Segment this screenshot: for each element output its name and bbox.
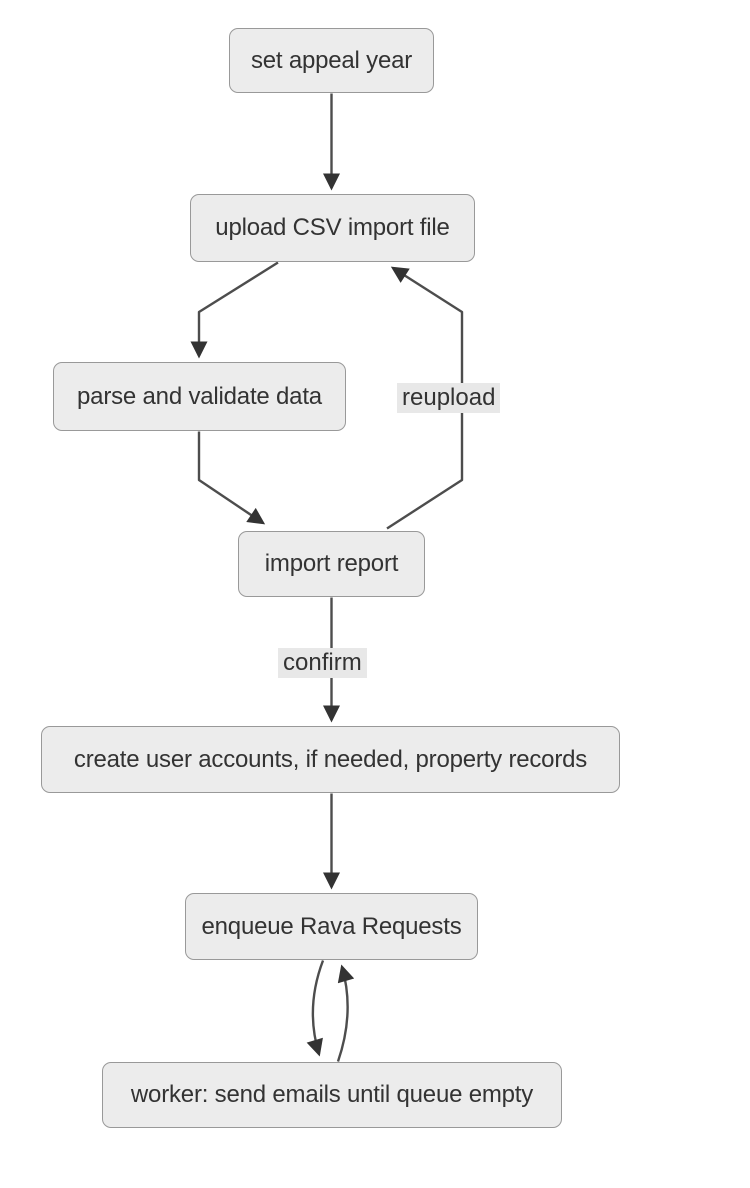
edge-upload-csv-to-parse-validate [190,261,279,359]
edge-parse-validate-to-import-report [197,431,266,525]
edge-label-reupload: reupload [397,383,501,413]
node-parse-and-validate-data: parse and validate data [53,362,346,431]
node-import-report-label: import report [264,550,399,578]
node-worker-send-emails: worker: send emails until queue empty [102,1062,562,1128]
node-set-appeal-year-label: set appeal year [250,46,413,74]
node-enqueue-rava-requests-label: enqueue Rava Requests [201,912,462,940]
node-upload-csv-import-file-label: upload CSV import file [215,214,450,242]
node-enqueue-rava-requests: enqueue Rava Requests [185,893,478,960]
node-set-appeal-year: set appeal year [229,28,434,93]
node-create-user-accounts-label: create user accounts, if needed, propert… [73,745,588,773]
node-import-report: import report [238,531,425,597]
edge-enqueue-requests-to-worker [306,960,325,1057]
node-worker-send-emails-label: worker: send emails until queue empty [130,1081,534,1109]
node-upload-csv-import-file: upload CSV import file [190,194,475,262]
edge-worker-to-enqueue-requests [336,964,355,1062]
edge-label-confirm: confirm [278,648,367,678]
node-parse-and-validate-data-label: parse and validate data [77,382,322,410]
node-create-user-accounts: create user accounts, if needed, propert… [41,726,620,793]
